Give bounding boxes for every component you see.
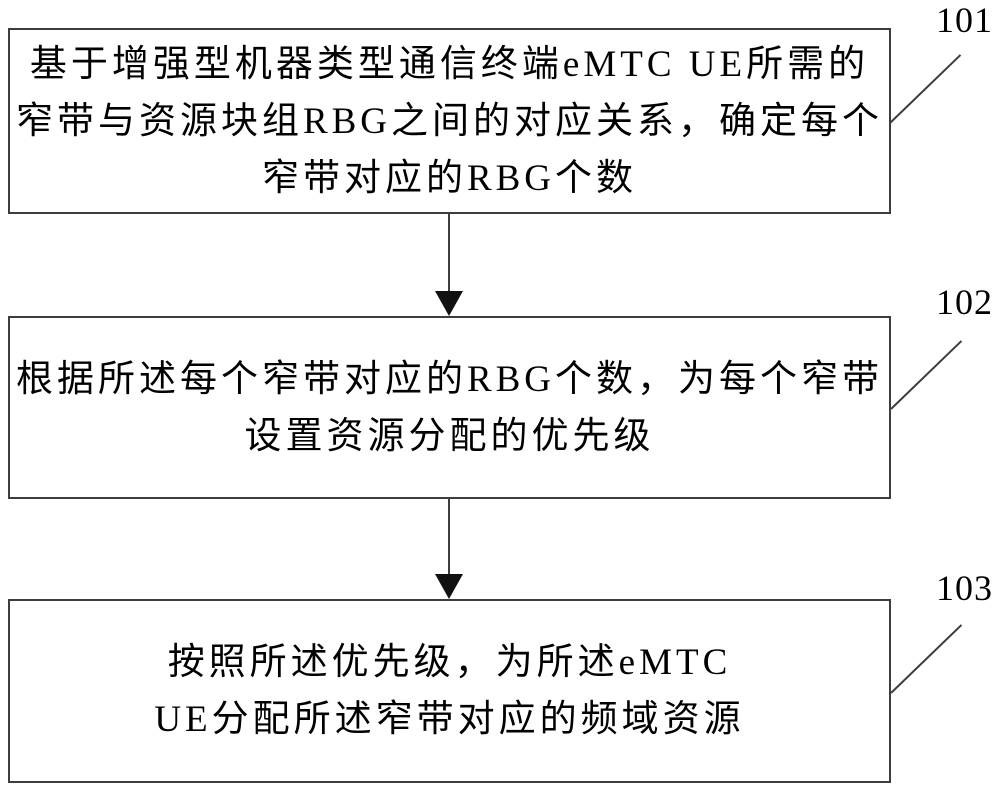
flow-step-102-box: 根据所述每个窄带对应的RBG个数，为每个窄带 设置资源分配的优先级 [8,316,891,499]
step-label-102: 102 [936,282,993,322]
leader-line-101 [889,54,962,124]
flow-step-101-line-1: 基于增强型机器类型通信终端eMTC UE所需的 [29,43,870,85]
flow-connector-2 [448,499,450,577]
step-label-101: 101 [936,0,993,40]
flow-step-101-line-3: 窄带对应的RBG个数 [261,157,638,199]
flow-step-103-box: 按照所述优先级，为所述eMTC UE分配所述窄带对应的频域资源 [8,599,891,783]
flow-step-101-line-2: 窄带与资源块组RBG之间的对应关系，确定每个 [15,100,884,142]
arrow-down-icon [435,574,463,599]
flow-step-102-line-2: 设置资源分配的优先级 [244,415,655,457]
leader-line-102 [890,340,963,410]
flow-step-101-box: 基于增强型机器类型通信终端eMTC UE所需的 窄带与资源块组RBG之间的对应关… [8,28,891,214]
flow-step-103-line-1: 按照所述优先级，为所述eMTC [167,642,732,683]
flow-connector-1 [448,214,450,294]
leader-line-103 [890,624,963,694]
flow-step-102-line-1: 根据所述每个窄带对应的RBG个数，为每个窄带 [15,358,884,400]
arrow-down-icon [435,291,463,316]
flow-step-103-line-2: UE分配所述窄带对应的频域资源 [154,699,745,740]
step-label-103: 103 [936,568,993,608]
